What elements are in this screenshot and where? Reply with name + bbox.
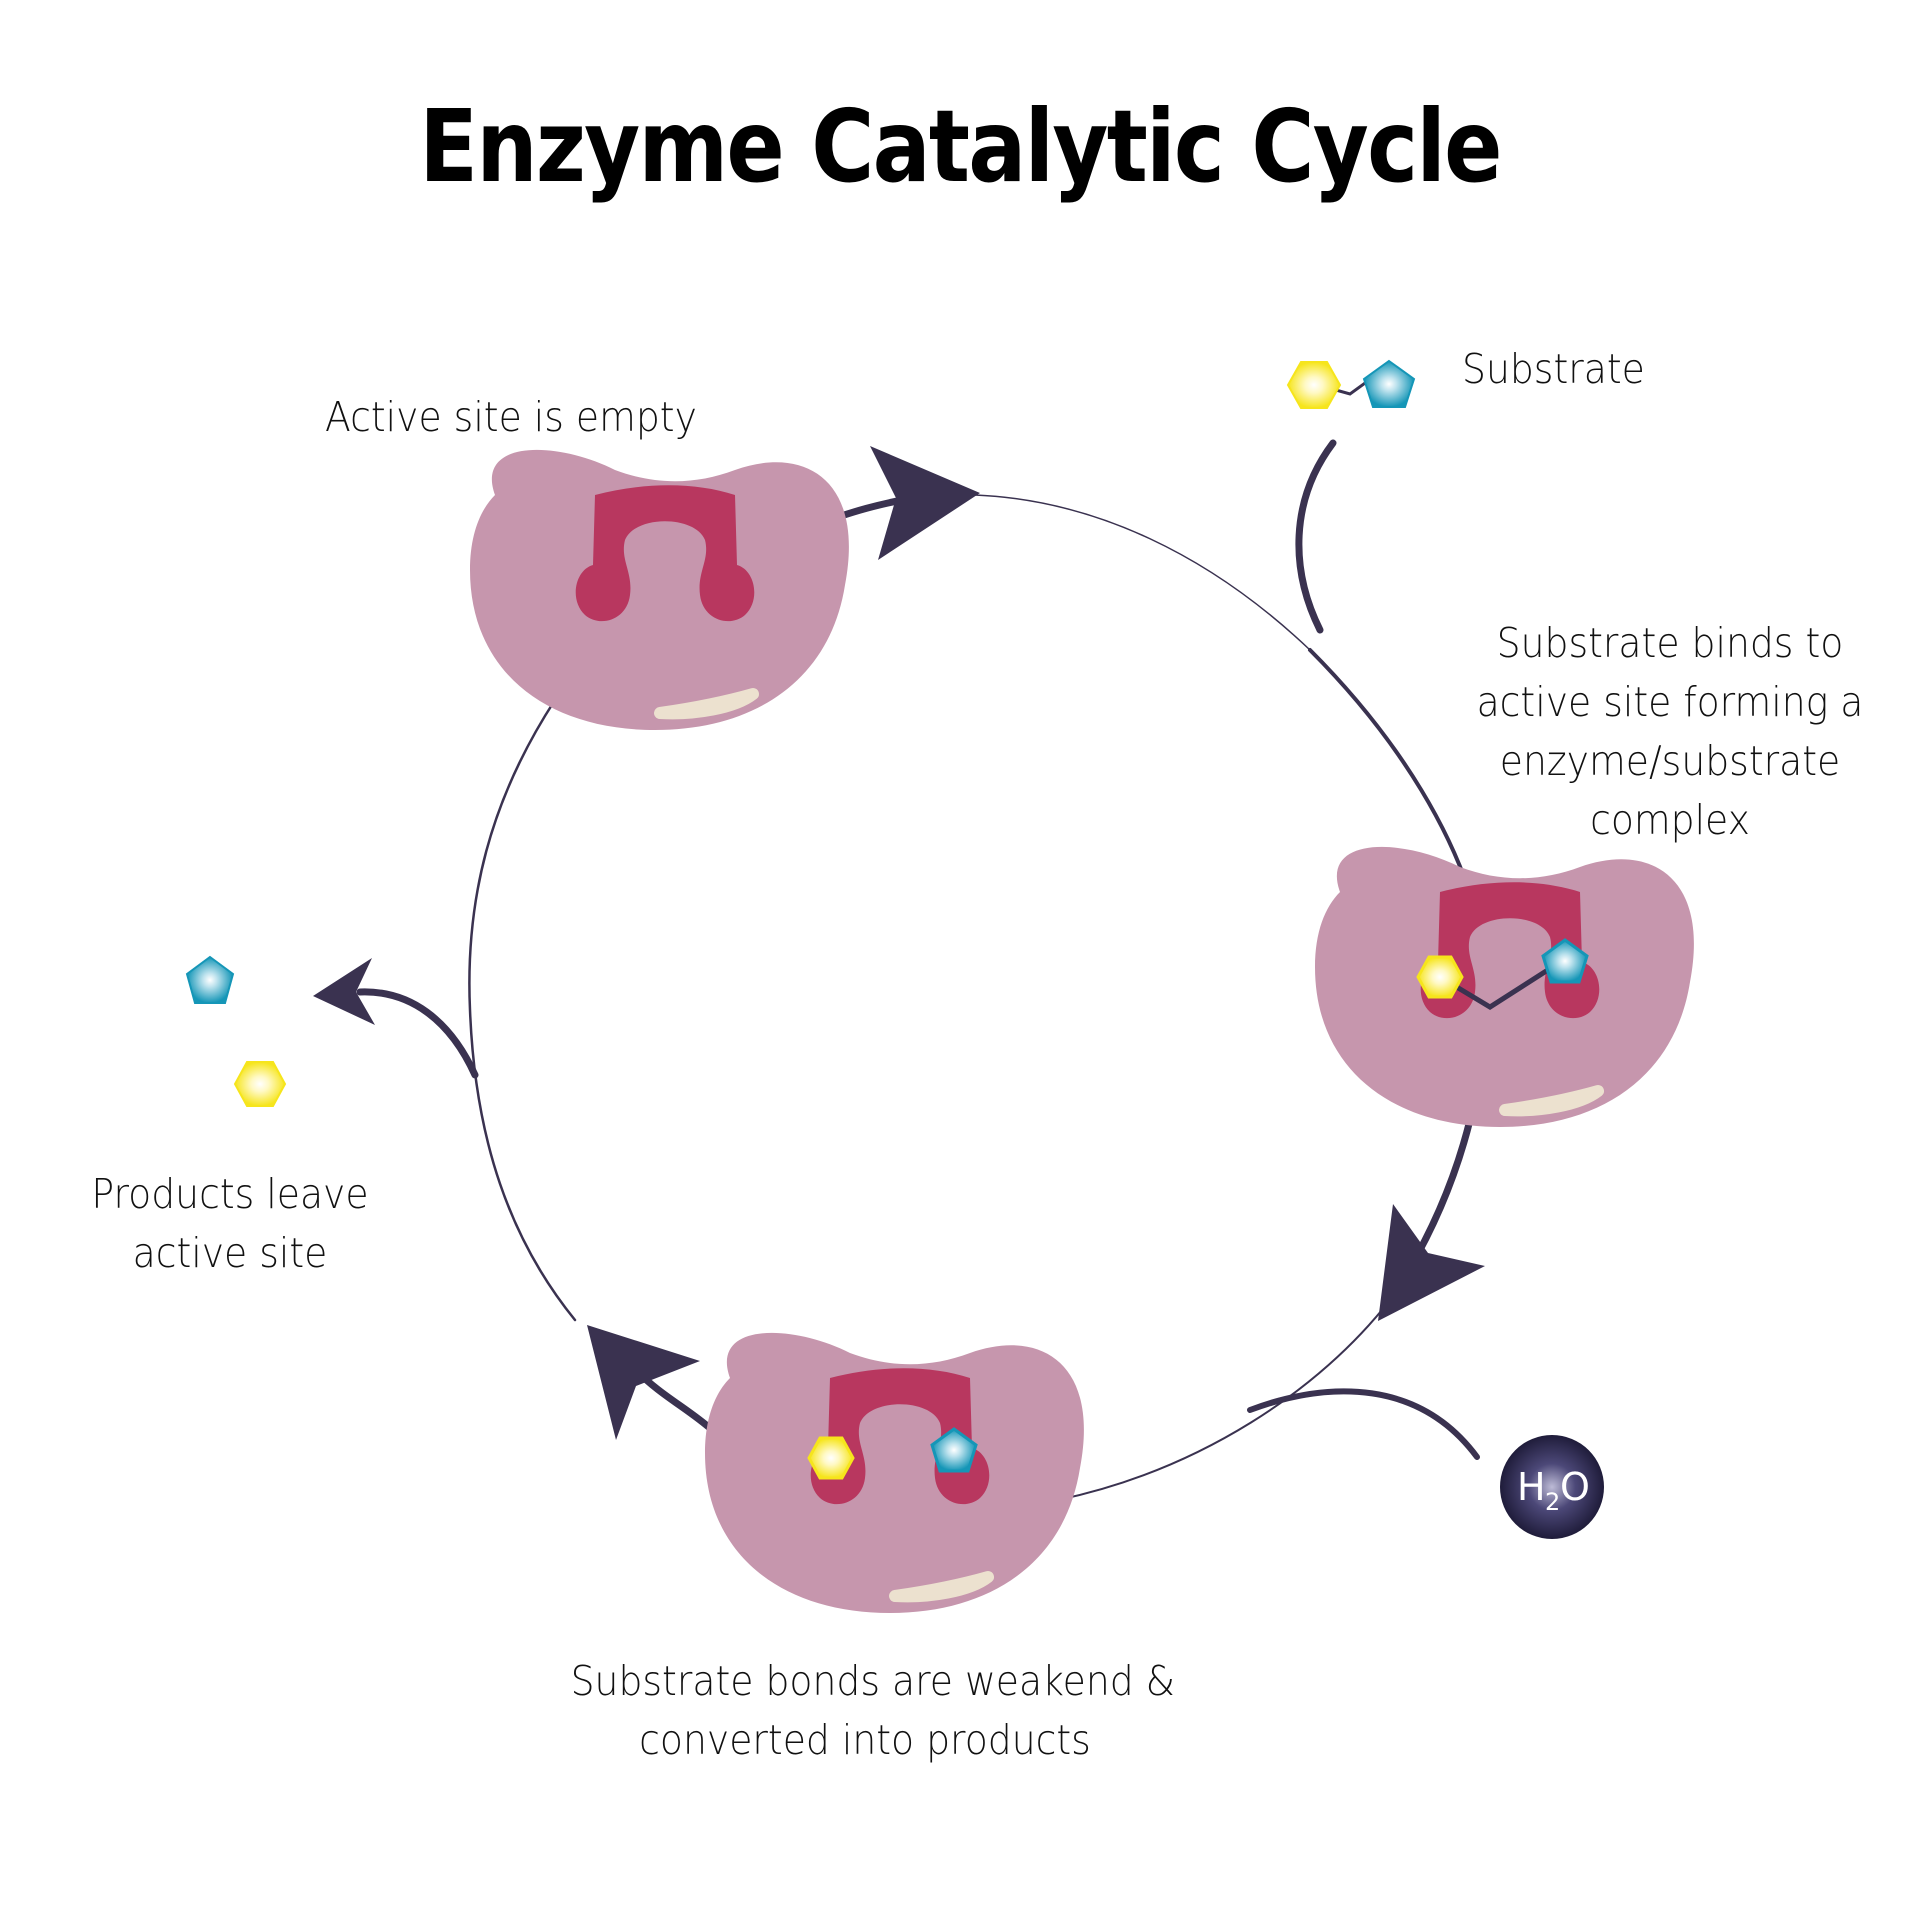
- pentagon-molecule: [185, 955, 235, 1004]
- hexagon-molecule: [807, 1436, 855, 1480]
- pentagon-molecule: [930, 1427, 978, 1473]
- substrate-molecule: [1286, 359, 1416, 409]
- released-products: [185, 955, 287, 1107]
- arrowhead-bottom-left: [587, 1325, 700, 1440]
- label-line: converted into products: [639, 1716, 1091, 1764]
- hexagon-molecule: [1286, 361, 1342, 409]
- label-line: Substrate binds to: [1496, 619, 1844, 667]
- enzyme-substrate-complex: [1315, 847, 1694, 1127]
- svg-text:2: 2: [1545, 1488, 1560, 1516]
- enzyme-empty: [470, 450, 849, 730]
- label-line: complex: [1590, 796, 1750, 844]
- label-products-leave: Products leave active site: [83, 1165, 377, 1283]
- pentagon-molecule: [1362, 359, 1416, 408]
- label-line: Substrate bonds are weakend &: [570, 1657, 1176, 1705]
- diagram-title: Enzyme Catalytic Cycle: [419, 88, 1502, 205]
- label-substrate-binds: Substrate binds to active site forming a…: [1468, 614, 1873, 850]
- arrowhead-products: [313, 958, 375, 1025]
- pentagon-molecule: [1541, 938, 1589, 984]
- hexagon-molecule: [233, 1061, 287, 1107]
- label-line: active site forming a: [1476, 678, 1864, 726]
- enzyme-products: [705, 1333, 1084, 1613]
- label-active-site-empty: Active site is empty: [325, 393, 697, 441]
- label-line: Products leave: [91, 1170, 369, 1218]
- arrowhead-right: [1378, 1204, 1485, 1321]
- label-line: active site: [132, 1229, 328, 1277]
- label-line: enzyme/substrate: [1499, 737, 1841, 785]
- active-site: [1420, 882, 1600, 1019]
- water-molecule: H 2 O: [1500, 1435, 1604, 1539]
- label-substrate: Substrate: [1462, 345, 1645, 393]
- svg-text:H: H: [1517, 1465, 1546, 1509]
- arrowhead-top: [870, 446, 980, 560]
- active-site: [575, 485, 755, 622]
- cycle-arrowheads: [313, 446, 1485, 1440]
- svg-text:O: O: [1560, 1465, 1590, 1509]
- hexagon-molecule: [1416, 955, 1464, 999]
- label-bonds-weakened: Substrate bonds are weakend & converted …: [570, 1652, 1176, 1770]
